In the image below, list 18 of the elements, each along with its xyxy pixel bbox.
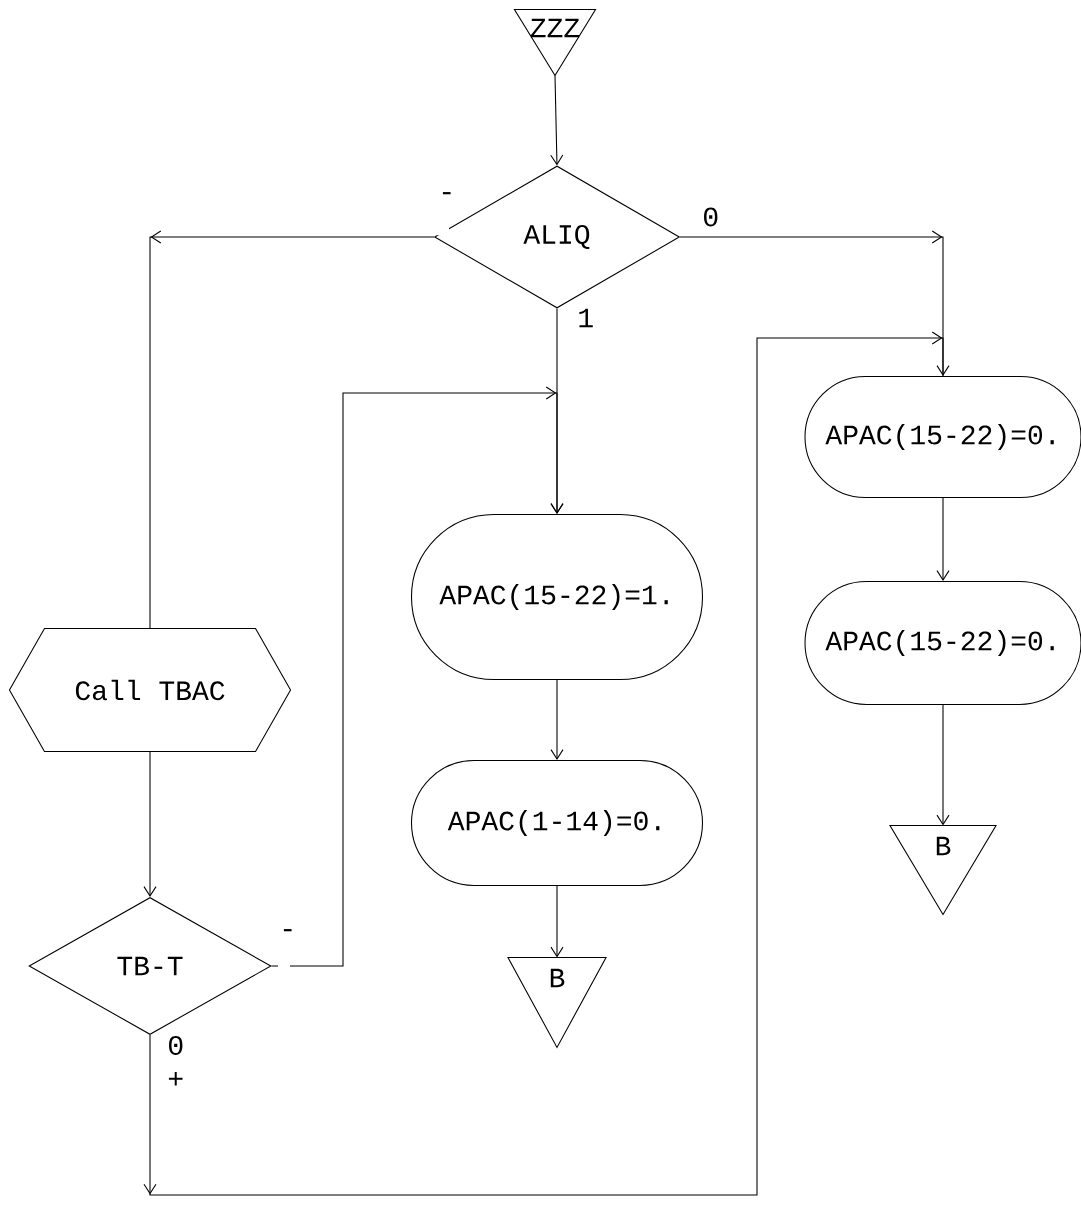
process-terminal: APAC(1-14)=0.: [410, 759, 704, 887]
process-terminal: APAC(15-22)=1.: [410, 513, 704, 681]
subroutine-hexagon: Call TBAC: [8, 627, 292, 753]
process-terminal: APAC(15-22)=0.: [804, 375, 1081, 499]
edge-label: 1: [576, 307, 593, 329]
edge-label: -: [278, 927, 292, 973]
arrow: [271, 386, 564, 967]
process-terminal: APAC(15-22)=0.: [804, 580, 1081, 706]
arrow: [550, 679, 564, 760]
arrow: [550, 885, 564, 958]
arrow: [936, 497, 950, 581]
arrow: [143, 331, 950, 1196]
edge-label: 0 +: [166, 1034, 183, 1090]
edge-label: 0: [701, 206, 718, 228]
arrow: [936, 704, 950, 826]
edge-label: -: [437, 190, 451, 236]
arrow: [143, 751, 157, 897]
arrow: [550, 74, 564, 166]
